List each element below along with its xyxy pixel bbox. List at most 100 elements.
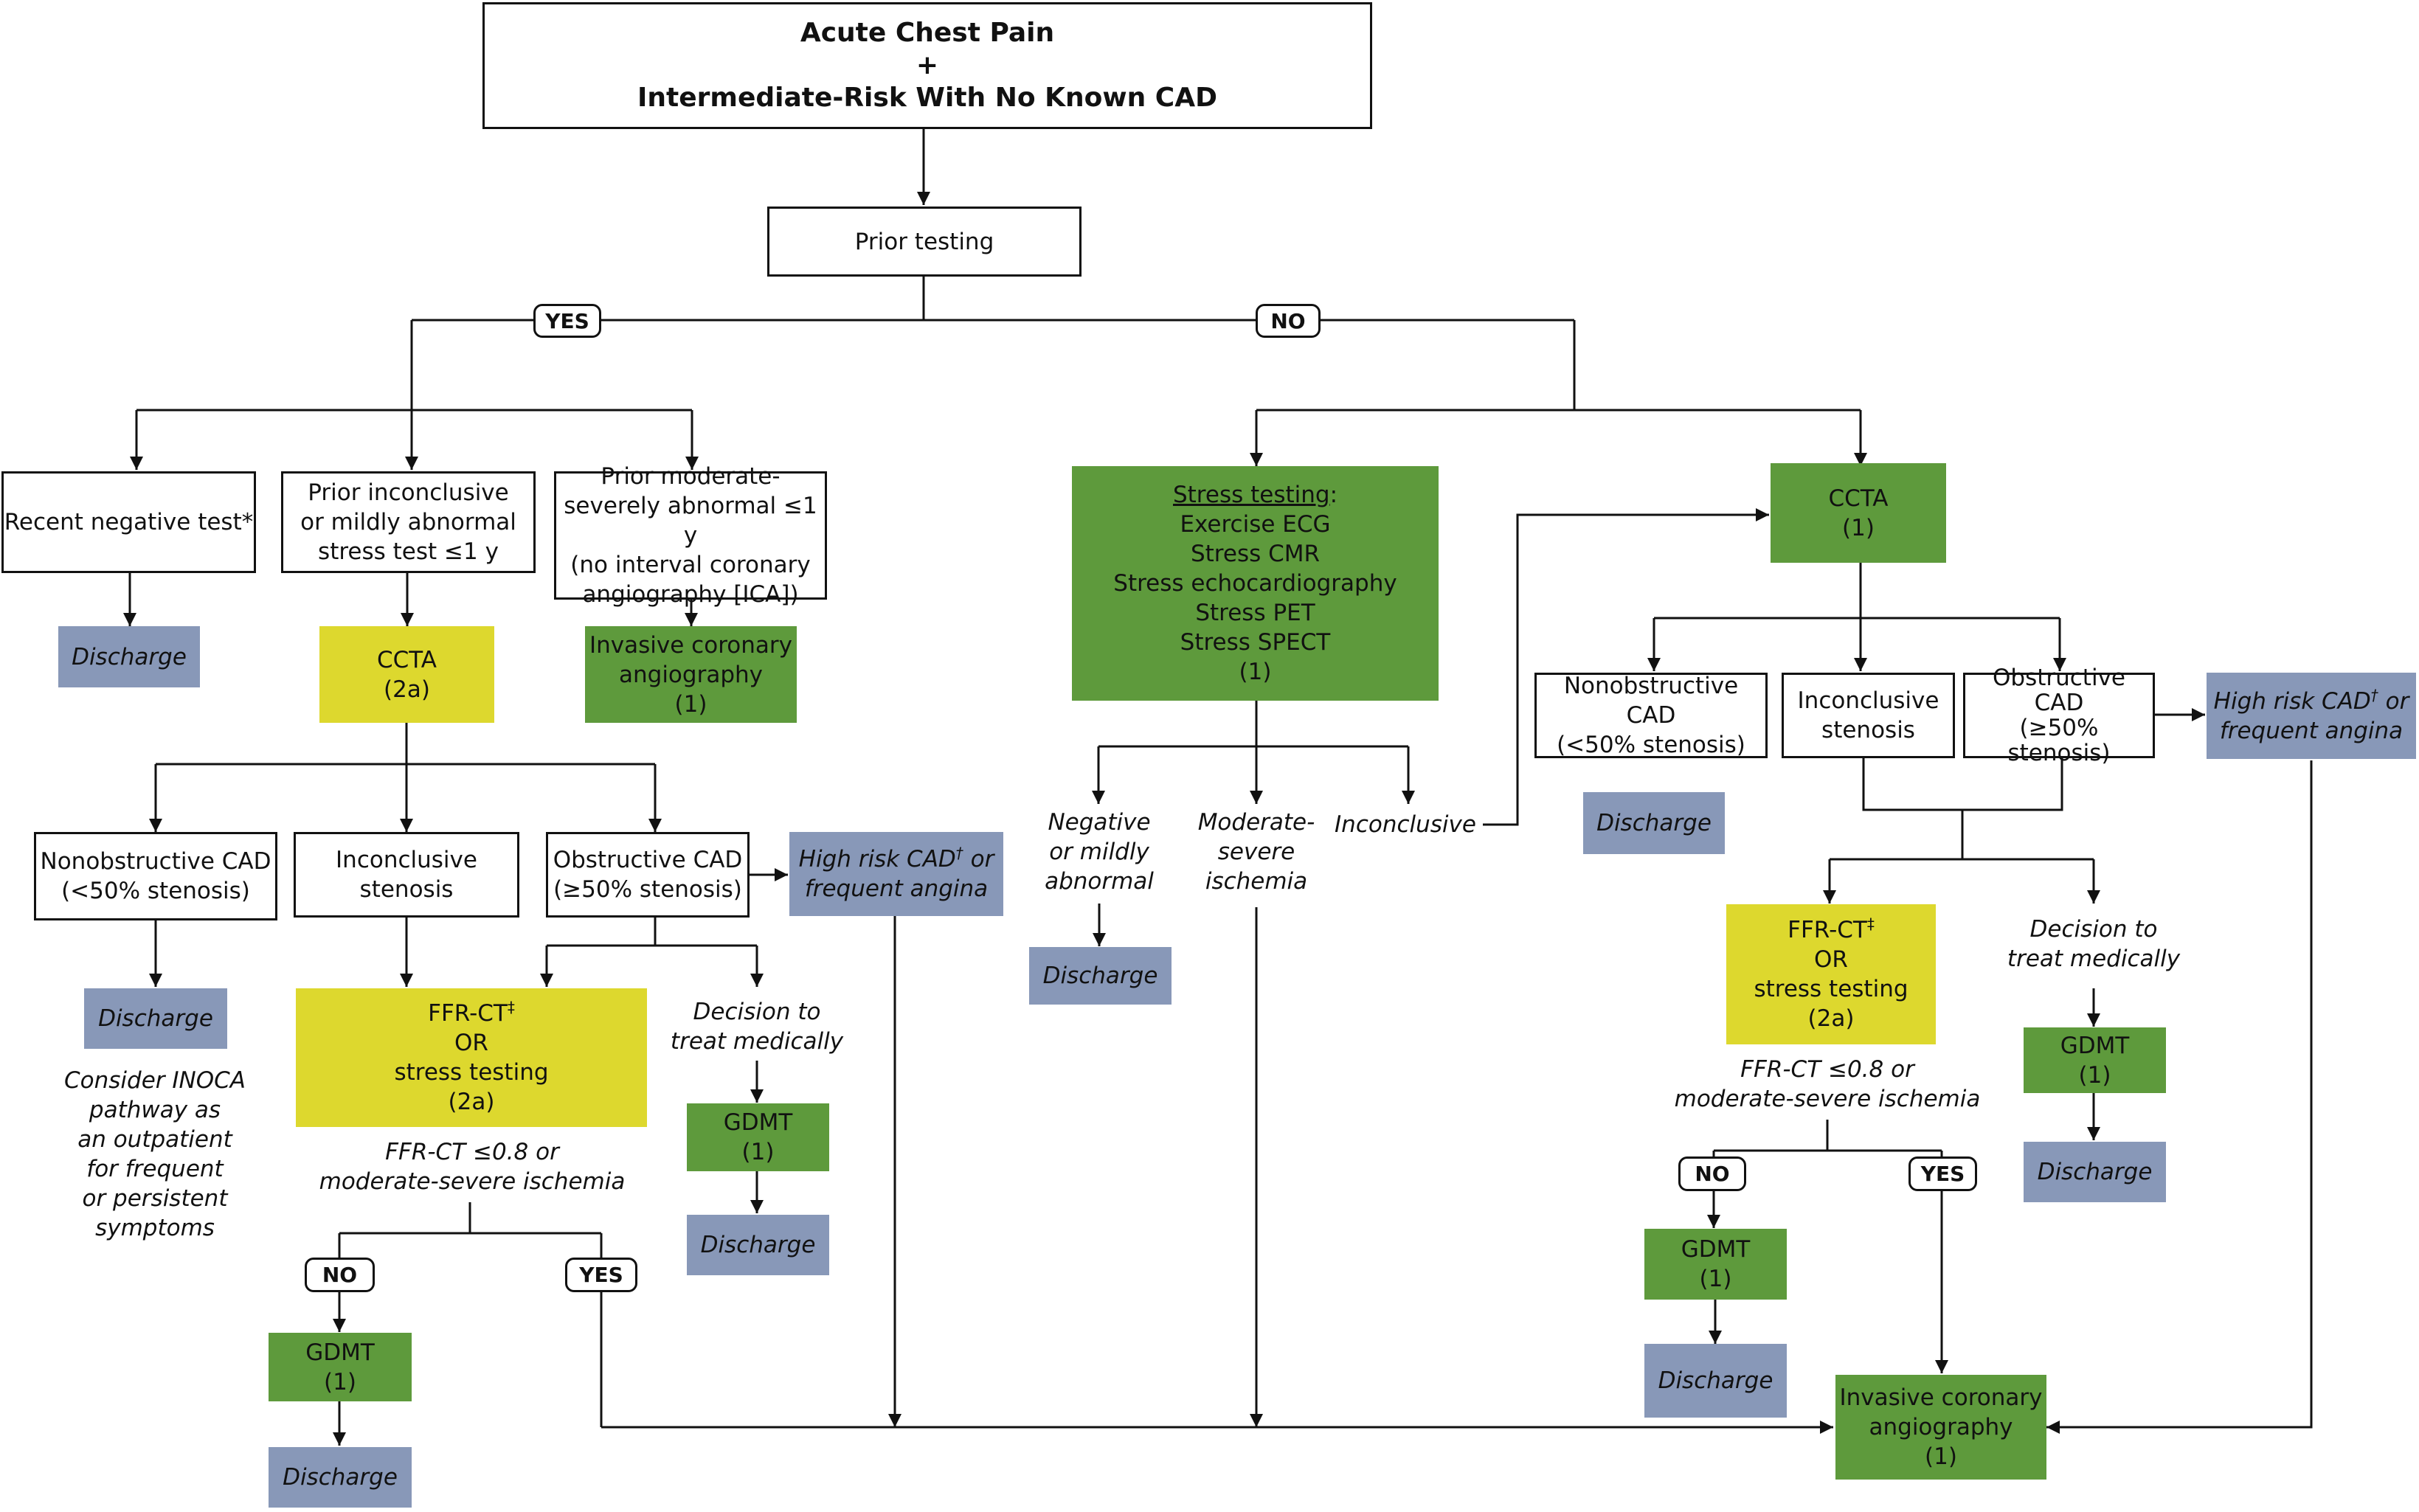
discharge-label: Discharge bbox=[283, 1464, 398, 1491]
text-line: GDMT bbox=[723, 1109, 793, 1136]
title-line-1: Acute Chest Pain bbox=[800, 18, 1055, 48]
discharge-label: Discharge bbox=[98, 1005, 213, 1032]
text-line: abnormal bbox=[1045, 868, 1154, 895]
text-line: pathway as bbox=[89, 1097, 221, 1123]
title-plus: + bbox=[916, 50, 939, 80]
text-line: GDMT bbox=[305, 1339, 375, 1366]
high-risk-cad-box: High risk CAD† or frequent angina bbox=[2207, 673, 2416, 759]
prior-inconclusive-box: Prior inconclusive or mildly abnormal st… bbox=[281, 471, 536, 573]
text-line: (1) bbox=[2078, 1061, 2111, 1089]
ffr-ct-or-stress-box: FFR-CT‡ OR stress testing (2a) bbox=[1726, 904, 1936, 1044]
text-line: (<50% stenosis) bbox=[61, 878, 250, 904]
title-line-3: Intermediate-Risk With No Known CAD bbox=[637, 83, 1217, 113]
text-line: OR bbox=[1814, 946, 1848, 973]
text-line: severely abnormal ≤1 y bbox=[564, 493, 817, 549]
discharge-label: Discharge bbox=[1596, 810, 1712, 836]
text-line: CCTA bbox=[376, 646, 437, 673]
yes-branch-pill: YES bbox=[533, 304, 601, 338]
text-line: angiography bbox=[1869, 1414, 2013, 1440]
discharge-box: Discharge bbox=[1029, 947, 1172, 1005]
text-line: frequent angina bbox=[804, 875, 989, 902]
text-line: Obstructive CAD bbox=[553, 847, 743, 873]
discharge-label: Discharge bbox=[700, 1232, 816, 1258]
text-line: (1) bbox=[324, 1368, 356, 1395]
stress-item: Exercise ECG bbox=[1180, 511, 1331, 538]
text-line: Nonobstructive CAD bbox=[40, 848, 271, 875]
yes-pill: YES bbox=[565, 1258, 637, 1292]
text-line: CAD bbox=[2034, 690, 2084, 716]
stress-item: Stress PET bbox=[1195, 600, 1315, 626]
discharge-box: Discharge bbox=[687, 1215, 829, 1275]
inoca-note: Consider INOCA pathway as an outpatient … bbox=[37, 1066, 273, 1243]
double-dagger-footnote: ‡ bbox=[507, 998, 515, 1016]
discharge-label: Discharge bbox=[1042, 963, 1158, 989]
text-line: CCTA bbox=[1828, 485, 1889, 512]
text-line: stress testing bbox=[1754, 976, 1908, 1002]
stress-item: Stress CMR bbox=[1190, 541, 1321, 567]
stress-testing-title: Stress testing bbox=[1172, 482, 1330, 508]
moderate-severe-ischemia: Moderate- severe ischemia bbox=[1183, 808, 1330, 896]
text-line: (2a) bbox=[1807, 1005, 1855, 1032]
text-line: GDMT bbox=[2060, 1032, 2130, 1059]
text-part: or bbox=[2378, 687, 2409, 715]
text-line: Negative bbox=[1048, 809, 1151, 836]
no-branch-pill: NO bbox=[1256, 304, 1321, 338]
text-line: FFR-CT‡ bbox=[1788, 915, 1875, 945]
invasive-angiography-final-box: Invasive coronary angiography (1) bbox=[1835, 1375, 2046, 1480]
discharge-box: Discharge bbox=[84, 988, 227, 1049]
discharge-label: Discharge bbox=[2037, 1159, 2153, 1185]
stress-item: (1) bbox=[1239, 659, 1272, 685]
yes-pill: YES bbox=[1908, 1156, 1977, 1191]
text-line: or mildly bbox=[1049, 839, 1149, 865]
discharge-label: Discharge bbox=[1658, 1367, 1773, 1394]
inconclusive-stenosis-box: Inconclusive stenosis bbox=[1782, 673, 1955, 758]
text-part: or bbox=[963, 846, 994, 873]
text-line: Consider INOCA bbox=[64, 1067, 246, 1094]
discharge-box: Discharge bbox=[58, 626, 200, 687]
nonobstructive-cad-box: Nonobstructive CAD (<50% stenosis) bbox=[34, 832, 277, 920]
text-line: moderate-severe ischemia bbox=[319, 1168, 626, 1195]
negative-or-mildly-abnormal: Negative or mildly abnormal bbox=[1025, 808, 1173, 896]
discharge-box: Discharge bbox=[1583, 792, 1725, 854]
inconclusive-stenosis-box: Inconclusive stenosis bbox=[294, 832, 519, 918]
text-line: an outpatient bbox=[77, 1126, 232, 1153]
text-line: (2a) bbox=[448, 1089, 495, 1115]
text-line: Prior moderate- bbox=[601, 463, 781, 490]
text-line: (<50% stenosis) bbox=[1557, 732, 1745, 758]
prior-testing-box: Prior testing bbox=[767, 207, 1082, 277]
text-line: or persistent bbox=[82, 1185, 228, 1212]
text-line: angiography [ICA]) bbox=[582, 581, 799, 608]
text-line: Inconclusive bbox=[1797, 687, 1939, 714]
text-line: ischemia bbox=[1205, 868, 1308, 895]
discharge-box: Discharge bbox=[269, 1447, 412, 1508]
obstructive-cad-box: Obstructive CAD (≥50% stenosis) bbox=[546, 832, 750, 918]
text-line: (2a) bbox=[384, 676, 430, 703]
text-line: (1) bbox=[1925, 1443, 1957, 1470]
obstructive-cad-box: Obstructive CAD (≥50% stenosis) bbox=[1963, 665, 2155, 766]
text-line: stenosis bbox=[359, 876, 454, 903]
text-line: (1) bbox=[674, 690, 707, 718]
text-line: (1) bbox=[1699, 1266, 1732, 1292]
text-line: moderate-severe ischemia bbox=[1674, 1086, 1981, 1112]
text-line: Invasive coronary bbox=[589, 631, 792, 659]
discharge-box: Discharge bbox=[2024, 1142, 2166, 1202]
text-line: angiography bbox=[619, 661, 763, 688]
discharge-box: Discharge bbox=[1644, 1344, 1787, 1418]
colon: : bbox=[1329, 482, 1338, 508]
text-line: for frequent bbox=[86, 1156, 224, 1182]
text-line: stenosis bbox=[1821, 717, 1915, 743]
stress-testing-heading: Stress testing: bbox=[1173, 480, 1337, 510]
invasive-angiography-box: Invasive coronary angiography (1) bbox=[585, 626, 797, 723]
no-pill: NO bbox=[305, 1258, 375, 1292]
ccta-2a-box: CCTA (2a) bbox=[319, 626, 494, 723]
discharge-label: Discharge bbox=[72, 643, 187, 670]
title-box-acute-chest-pain: Acute Chest Pain + Intermediate-Risk Wit… bbox=[482, 2, 1372, 129]
text-line: frequent angina bbox=[2219, 717, 2404, 744]
text-line: treat medically bbox=[670, 1028, 844, 1055]
text-line: Obstructive bbox=[1992, 665, 2125, 691]
ffr-criteria-label: FFR-CT ≤0.8 or moderate-severe ischemia bbox=[1665, 1055, 1990, 1114]
decision-treat-medically: Decision to treat medically bbox=[661, 997, 853, 1056]
gdmt-box: GDMT (1) bbox=[1644, 1229, 1787, 1300]
text-line: stress test ≤1 y bbox=[318, 538, 499, 565]
